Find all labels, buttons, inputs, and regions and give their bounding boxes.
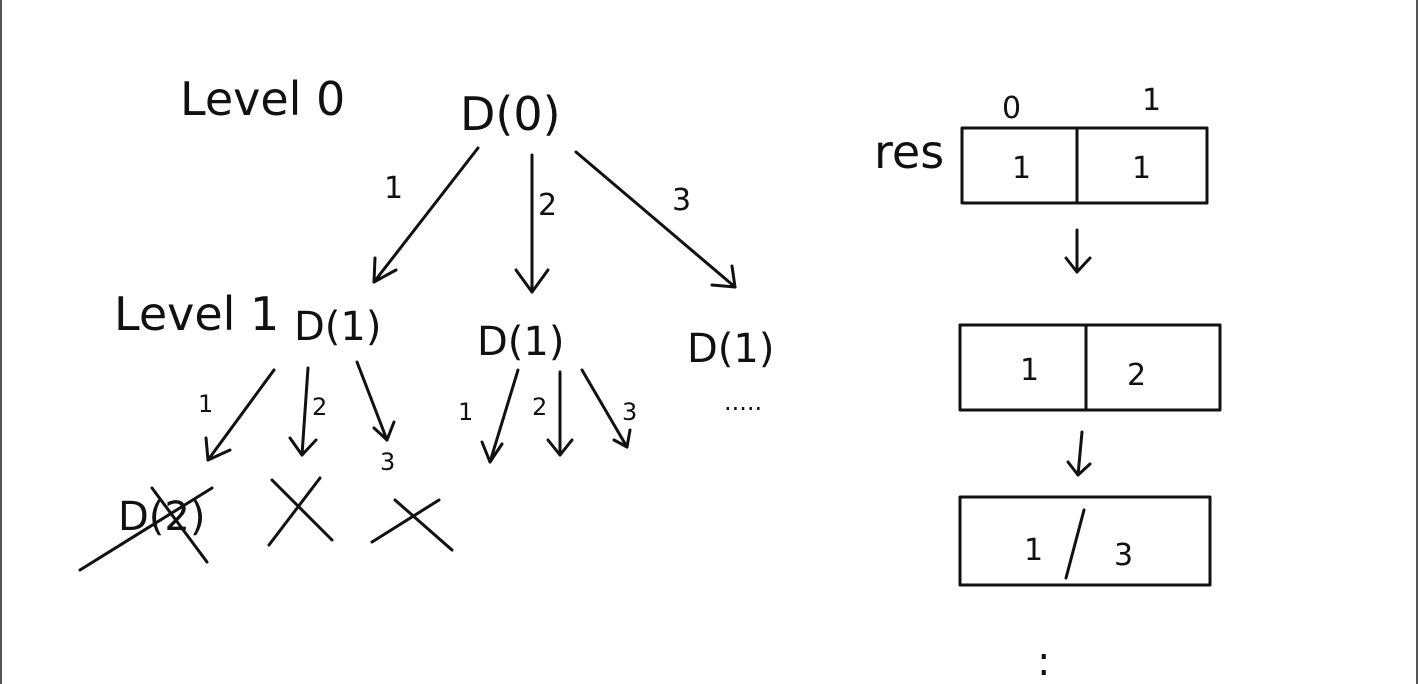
res-state-2-cell-1: 2 bbox=[1127, 358, 1146, 393]
child-a-edge-3 bbox=[355, 360, 396, 442]
res-state-1-cell-0: 1 bbox=[1012, 151, 1031, 186]
child-a-edge-1 bbox=[204, 368, 276, 462]
arrow-state-1-to-2 bbox=[1064, 228, 1092, 274]
child-c-more: ..... bbox=[724, 388, 762, 416]
child-a-edge-2-label: 2 bbox=[312, 393, 327, 421]
level-0-label: Level 0 bbox=[180, 72, 345, 126]
root-edge-2 bbox=[514, 153, 550, 294]
res-continuation-dots: : bbox=[1037, 639, 1050, 684]
root-edge-1 bbox=[372, 146, 480, 284]
pruned-node-strike bbox=[78, 486, 214, 572]
child-node-c: D(1) bbox=[687, 326, 774, 372]
res-index-1: 1 bbox=[1142, 83, 1161, 118]
child-node-a: D(1) bbox=[294, 304, 381, 350]
root-edge-3-label: 3 bbox=[672, 183, 691, 218]
res-index-0: 0 bbox=[1002, 91, 1021, 126]
root-edge-2-label: 2 bbox=[538, 188, 557, 223]
res-state-2-cell-0: 1 bbox=[1020, 353, 1039, 388]
child-b-edge-1 bbox=[480, 368, 520, 464]
res-label: res bbox=[874, 125, 944, 179]
res-array-state-3 bbox=[958, 495, 1212, 587]
child-b-edge-2-label: 2 bbox=[532, 393, 547, 421]
res-state-3-cell-1: 3 bbox=[1114, 538, 1133, 573]
child-b-edge-3 bbox=[580, 368, 632, 449]
child-node-b: D(1) bbox=[477, 319, 564, 365]
res-state-3-cell-0: 1 bbox=[1024, 533, 1043, 568]
root-edge-1-label: 1 bbox=[384, 171, 403, 206]
pruned-cross-3 bbox=[370, 498, 454, 552]
arrow-state-2-to-3 bbox=[1066, 430, 1092, 477]
res-array-state-1 bbox=[960, 126, 1209, 205]
res-state-1-cell-1: 1 bbox=[1132, 151, 1151, 186]
root-node-label: D(0) bbox=[460, 87, 561, 141]
pruned-cross-2 bbox=[267, 476, 334, 547]
root-edge-3 bbox=[574, 150, 737, 289]
child-b-edge-2 bbox=[546, 370, 574, 457]
child-a-edge-1-label: 1 bbox=[198, 390, 213, 418]
child-a-edge-3-label: 3 bbox=[380, 448, 395, 476]
child-b-edge-1-label: 1 bbox=[458, 398, 473, 426]
child-a-edge-2 bbox=[288, 366, 318, 457]
res-array-state-2 bbox=[958, 323, 1222, 412]
child-b-edge-3-label: 3 bbox=[622, 398, 637, 426]
level-1-label: Level 1 bbox=[114, 287, 279, 341]
